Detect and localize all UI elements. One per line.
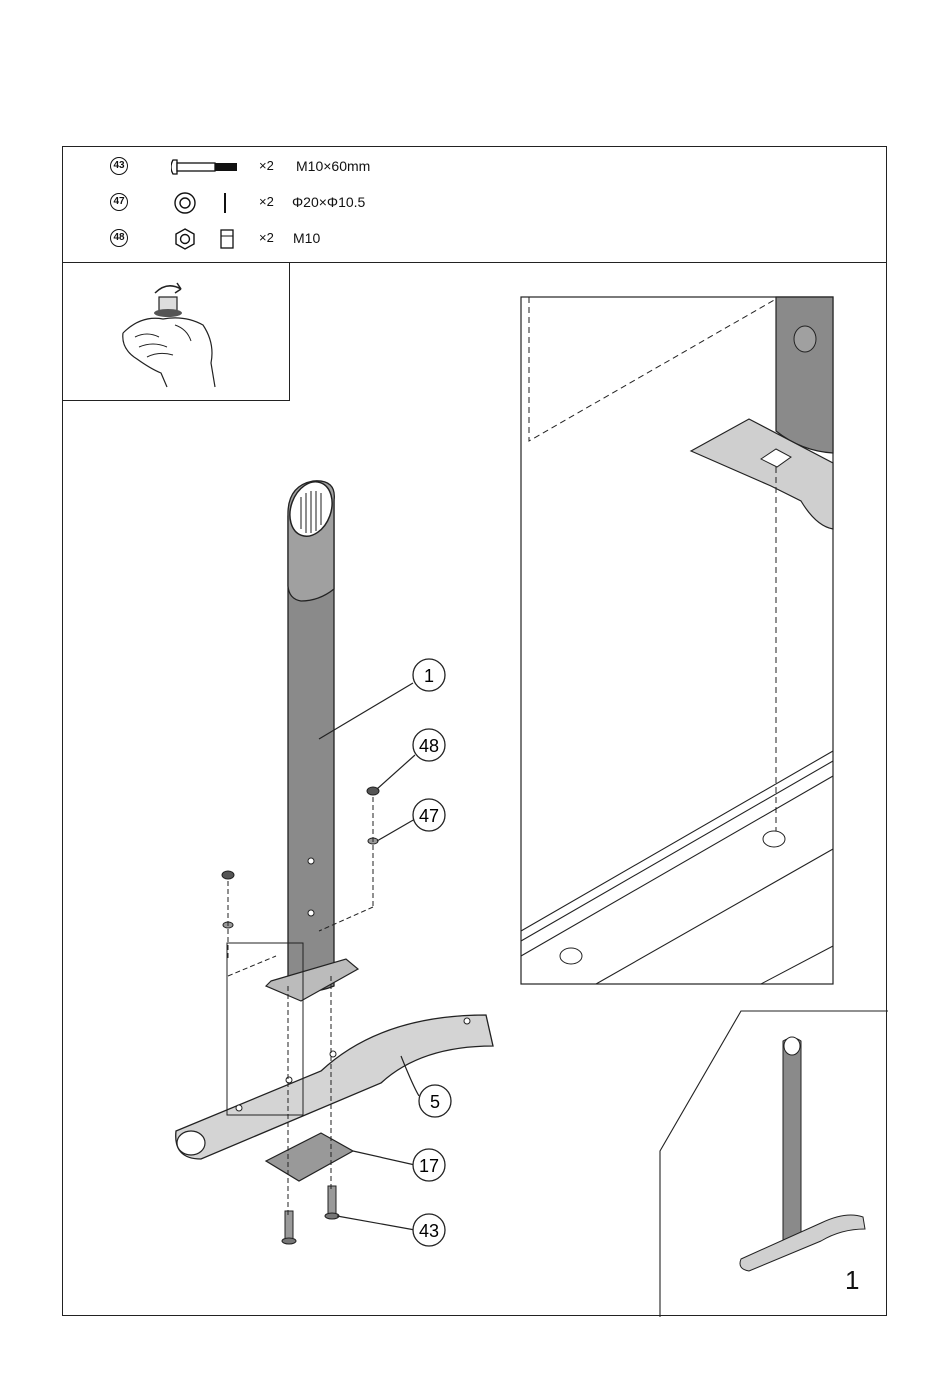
callout-43: 43 bbox=[413, 1214, 445, 1246]
callout-1: 1 bbox=[413, 659, 445, 691]
svg-text:43: 43 bbox=[419, 1221, 439, 1241]
instruction-frame: 43 ×2 M10×60mm 47 ×2 Φ20×Φ10.5 48 bbox=[62, 146, 887, 1316]
svg-text:47: 47 bbox=[419, 806, 439, 826]
base-foot bbox=[176, 1015, 493, 1159]
zoom-detail-panel bbox=[521, 297, 833, 984]
svg-text:5: 5 bbox=[430, 1092, 440, 1112]
svg-text:1: 1 bbox=[424, 666, 434, 686]
callout-48: 48 bbox=[413, 729, 445, 761]
svg-text:17: 17 bbox=[419, 1156, 439, 1176]
upright-post bbox=[266, 476, 358, 1001]
bolts bbox=[282, 1186, 339, 1244]
callout-5: 5 bbox=[419, 1085, 451, 1117]
step-number: 1 bbox=[845, 1265, 859, 1296]
callout-47: 47 bbox=[413, 799, 445, 831]
mounting-plate bbox=[266, 1133, 353, 1181]
callout-17: 17 bbox=[413, 1149, 445, 1181]
exploded-assembly-diagram: 1 48 47 5 17 43 bbox=[63, 147, 888, 1317]
svg-text:48: 48 bbox=[419, 736, 439, 756]
